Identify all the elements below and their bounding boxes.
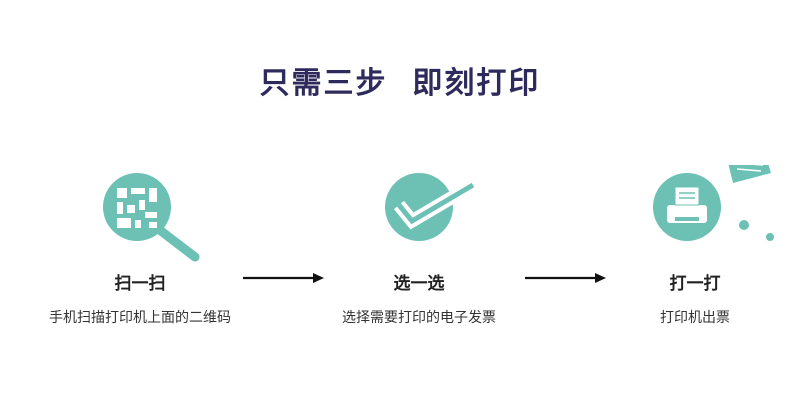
checkmark-icon — [385, 173, 477, 241]
page-title: 只需三步 即刻打印 — [259, 66, 541, 101]
step-print-description: 打印机出票 — [660, 310, 730, 326]
step-print-label: 打一打 — [669, 274, 721, 294]
step-select-label: 选一选 — [393, 274, 445, 294]
arrow-right-icon — [243, 273, 324, 283]
printer-icon — [653, 150, 774, 241]
step-scan-description: 手机扫描打印机上面的二维码 — [49, 310, 231, 326]
step-select-description: 选择需要打印的电子发票 — [342, 310, 496, 326]
qr-scan-icon — [103, 173, 200, 262]
arrow-right-icon — [525, 273, 606, 283]
step-scan-label: 扫一扫 — [114, 274, 166, 294]
